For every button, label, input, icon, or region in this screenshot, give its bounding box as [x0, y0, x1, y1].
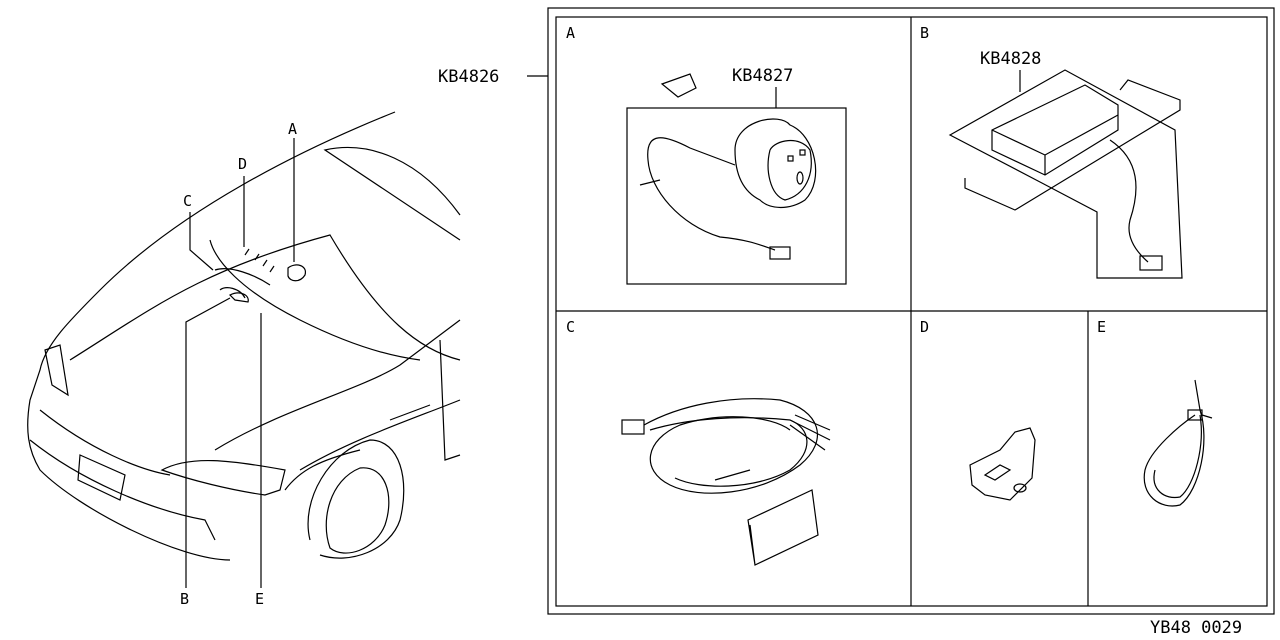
panel-b: B KB4828 — [920, 24, 1183, 279]
panel-d-label: D — [920, 318, 929, 336]
panel-c: C — [566, 318, 831, 566]
panel-b-label: B — [920, 24, 929, 42]
callout-a: A — [288, 120, 297, 138]
figure-id: YB48 0029 — [1150, 618, 1242, 638]
clip-drawing — [969, 427, 1036, 501]
kit-part-number: KB4826 — [438, 67, 499, 87]
part-number-kb4828: KB4828 — [980, 49, 1041, 69]
callout-d: D — [238, 155, 247, 173]
horn-module-drawing — [948, 69, 1183, 279]
callout-e: E — [255, 590, 264, 608]
panel-e-label: E — [1097, 318, 1106, 336]
car-callout-lines — [185, 75, 548, 588]
cable-tie-drawing — [1143, 379, 1213, 507]
panel-e: E — [1097, 318, 1213, 507]
kit-frame — [547, 7, 1275, 615]
panel-a-label: A — [566, 24, 575, 42]
panel-a: A KB4827 — [566, 24, 847, 285]
panel-c-label: C — [566, 318, 575, 336]
car-front-illustration — [27, 111, 461, 561]
part-number-kb4827: KB4827 — [732, 66, 793, 86]
callout-c: C — [183, 192, 192, 210]
panel-d: D — [920, 318, 1036, 501]
wiring-harness-drawing — [621, 398, 831, 566]
callout-b: B — [180, 590, 189, 608]
horn-harness-drawing — [626, 73, 847, 285]
